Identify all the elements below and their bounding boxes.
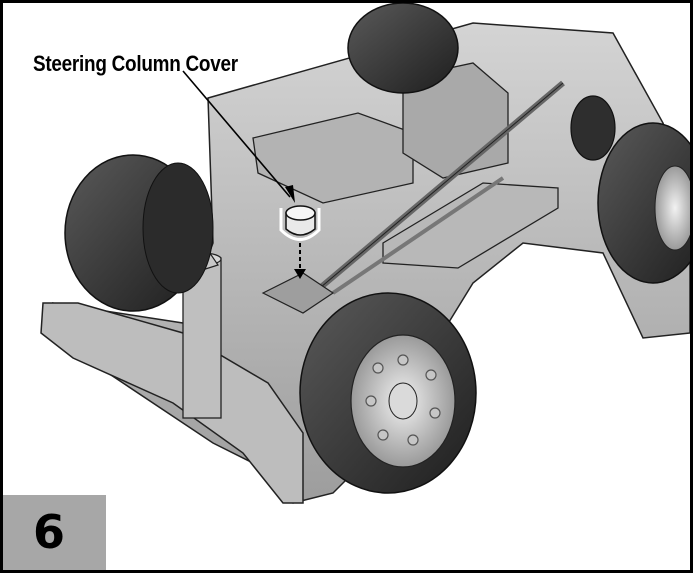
assembly-arrowhead bbox=[294, 269, 306, 279]
rear-right-wheel bbox=[597, 122, 690, 284]
rear-left-wheel bbox=[347, 3, 459, 94]
steering-column-post bbox=[182, 257, 222, 419]
battery-compartment bbox=[252, 112, 414, 204]
front-right-wheel bbox=[299, 292, 477, 494]
callout-label: Steering Column Cover bbox=[33, 51, 238, 76]
tie-rod bbox=[331, 176, 505, 295]
front-left-wheel bbox=[64, 154, 214, 312]
front-bumper bbox=[40, 302, 304, 504]
motor-gearbox bbox=[570, 95, 616, 161]
callout-arrowhead bbox=[285, 185, 295, 203]
vehicle-underside-illustration bbox=[40, 3, 690, 504]
floor-pad bbox=[382, 182, 559, 269]
drive-rod-outline bbox=[307, 82, 564, 299]
callout-leader-line bbox=[182, 70, 291, 198]
steering-mount bbox=[261, 272, 335, 314]
step-number-box: 6 bbox=[3, 495, 106, 570]
step-number: 6 bbox=[33, 505, 66, 559]
steering-column-cover bbox=[279, 205, 321, 241]
